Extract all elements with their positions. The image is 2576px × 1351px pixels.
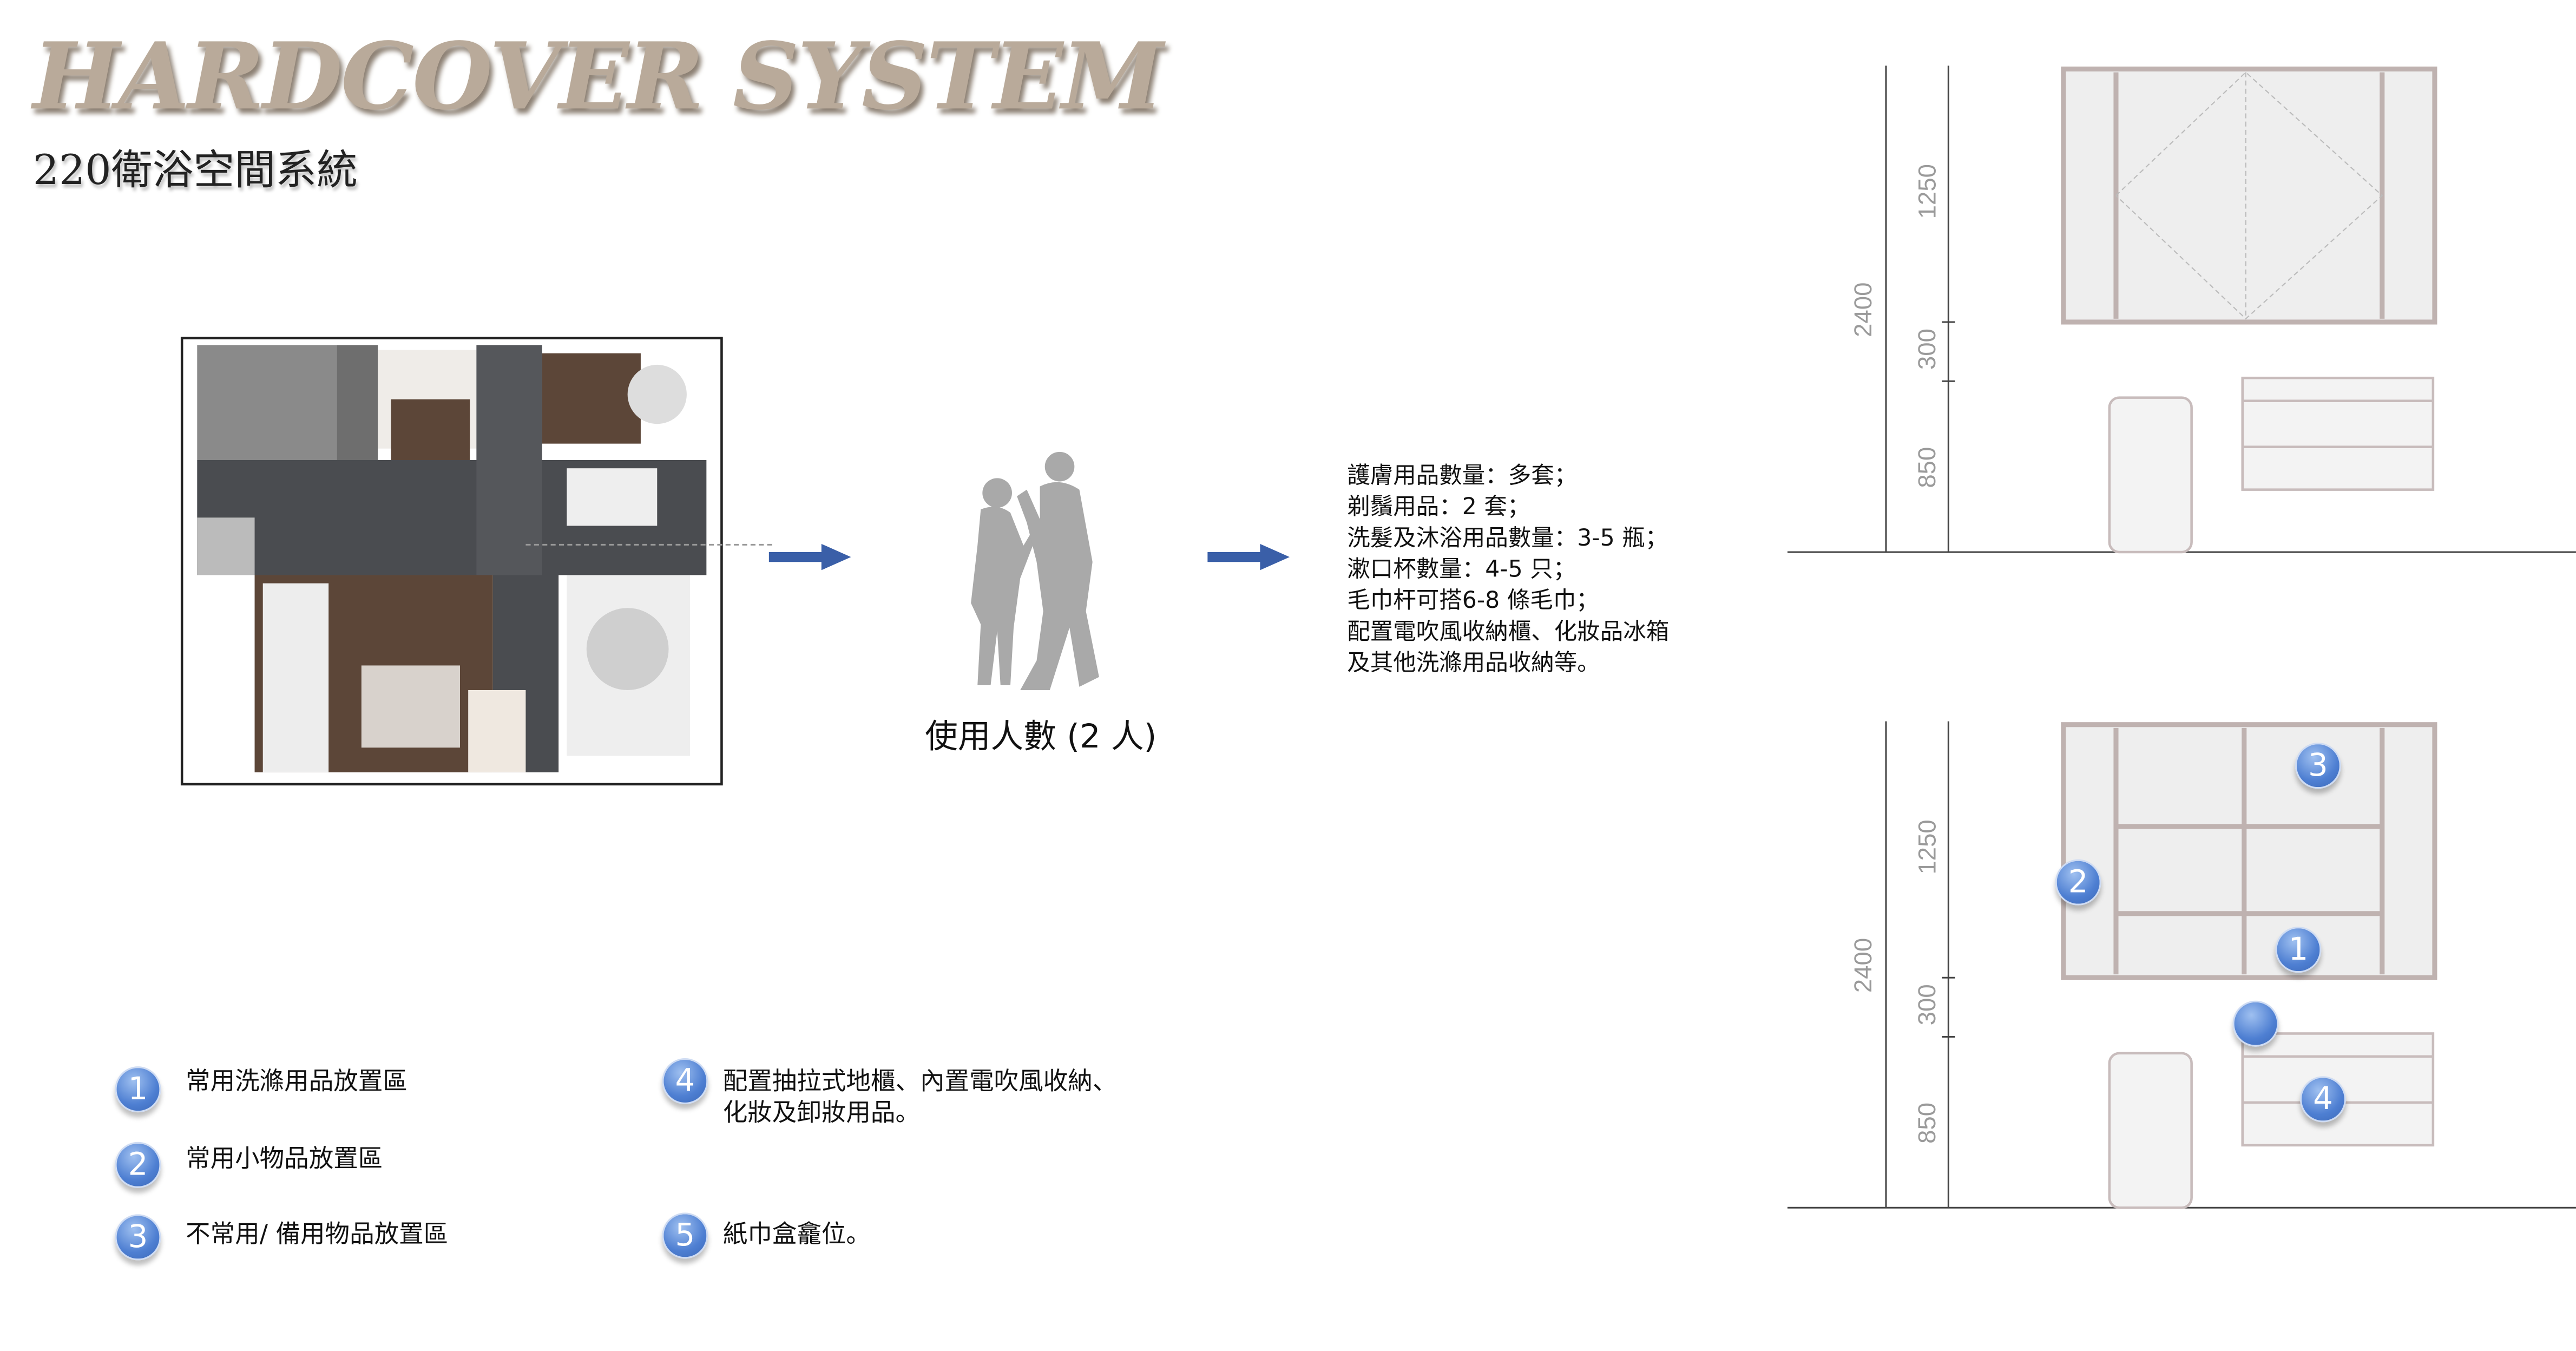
legend-badge-2: 2 [115, 1142, 161, 1188]
requirements-list: 護膚用品數量：多套； 剃鬚用品：2 套； 洗髮及沐浴用品數量：3-5 瓶； 漱口… [1347, 462, 1669, 680]
user-count-label: 使用人數 (2 人) [925, 716, 1157, 756]
elevation-marker-2: 2 [2055, 859, 2101, 906]
people-silhouette-icon [971, 451, 1099, 690]
requirement-item: 漱口杯數量：4-5 只； [1347, 557, 1576, 583]
elevation-marker-1: 1 [2275, 927, 2322, 973]
legend-badge-1: 1 [115, 1066, 161, 1113]
dimension-upper: 1250 [1914, 819, 1942, 875]
legend-badge-5: 5 [662, 1212, 708, 1259]
arrow-right-icon [768, 543, 851, 570]
legend-text-4-line2: 化妝及卸妝用品。 [722, 1097, 921, 1127]
page-title: HARDCOVER SYSTEM [32, 23, 1164, 132]
bathroom-elevation-top [1787, 65, 2576, 554]
page-subtitle: 220衛浴空間系統 [32, 146, 358, 194]
dimension-total: 2400 [1850, 282, 1878, 337]
requirement-item: 洗髮及沐浴用品數量：3-5 瓶； [1347, 526, 1668, 552]
dimension-lower: 850 [1914, 1102, 1942, 1144]
legend-text-4-line1: 配置抽拉式地櫃、內置電吹風收納、 [722, 1066, 1118, 1096]
plan-callout-line [525, 543, 772, 546]
dimension-upper: 1250 [1914, 164, 1942, 219]
requirement-item: 護膚用品數量：多套； [1347, 463, 1578, 490]
floor-plan-image [180, 337, 723, 786]
requirement-item: 配置電吹風收納櫃、化妝品冰箱 [1347, 619, 1670, 646]
elevation-marker-4: 4 [2299, 1076, 2346, 1123]
dimension-gap: 300 [1914, 329, 1942, 370]
legend-badge-3: 3 [115, 1214, 161, 1261]
legend-text-4: 配置抽拉式地櫃、內置電吹風收納、 化妝及卸妝用品。 [723, 1066, 1118, 1129]
dimension-lower: 850 [1914, 447, 1942, 488]
legend-text-5: 紙巾盒龕位。 [722, 1219, 871, 1249]
requirement-item: 剃鬚用品：2 套； [1347, 494, 1530, 521]
legend-text-1: 常用洗滌用品放置區 [186, 1066, 408, 1096]
dimension-total: 2400 [1850, 937, 1878, 993]
legend-text-3: 不常用/ 備用物品放置區 [186, 1219, 449, 1249]
elevation-marker-3: 3 [2295, 743, 2341, 789]
arrow-right-icon [1207, 543, 1290, 570]
legend-text-2: 常用小物品放置區 [186, 1143, 383, 1173]
bathroom-elevation-bottom [1787, 721, 2576, 1209]
requirement-item: 及其他洗滌用品收納等。 [1347, 651, 1600, 677]
requirement-item: 毛巾杆可搭6-8 條毛巾； [1347, 588, 1599, 615]
legend-badge-4: 4 [662, 1058, 708, 1104]
elevation-marker-5 [2232, 1000, 2279, 1047]
dimension-gap: 300 [1914, 984, 1942, 1026]
